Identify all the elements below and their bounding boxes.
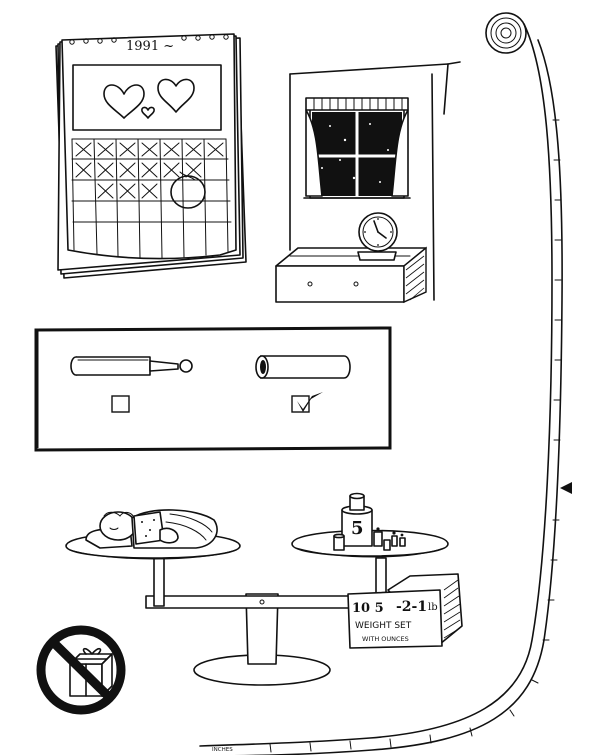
checkbox-option-2[interactable] [291, 395, 310, 413]
weight-set-box: 10 5 -2-1 lb WEIGHT SET WITH OUNCES [347, 573, 463, 649]
weight-box-title: WEIGHT SET [355, 621, 412, 631]
prohibition-circle [36, 625, 126, 715]
tape-measure: INCHES [199, 12, 572, 755]
choice-panel [34, 326, 392, 452]
baby-icon [85, 509, 218, 549]
crossed-days [75, 142, 224, 199]
arrow-marker-icon [560, 482, 572, 494]
left-curtain [305, 109, 323, 197]
plain-cylinder-icon [255, 355, 351, 379]
prohibition-slash [49, 638, 114, 702]
calendar: 1991 ~ [55, 33, 247, 279]
alarm-clock-icon [357, 212, 398, 261]
heart-icon [103, 84, 145, 119]
cylinder-with-plug-icon [70, 356, 193, 376]
weights-stack: 5 [333, 492, 406, 551]
window [303, 97, 411, 199]
right-curtain [391, 109, 409, 197]
small-heart-icon [141, 106, 155, 119]
heart-icon [157, 78, 195, 113]
weight-box-numbers: -2-1 [396, 599, 427, 615]
spiral-binding [69, 34, 229, 45]
bedroom-scene [275, 61, 461, 304]
nightstand [275, 246, 427, 304]
weight-label: 5 [351, 518, 364, 539]
tape-end-label: INCHES [212, 747, 233, 753]
weight-box-unit: lb [428, 602, 438, 613]
checkbox-option-1[interactable] [111, 395, 130, 413]
balance-scale: 10 5 -2-1 lb WEIGHT SET WITH OUNCES [65, 492, 463, 686]
no-gifts-symbol [36, 625, 126, 715]
calendar-grid [71, 138, 232, 259]
calendar-year-label: 1991 ~ [126, 39, 174, 54]
weight-box-partial-numbers: 10 5 [352, 601, 384, 616]
weight-box-subtitle: WITH OUNCES [362, 635, 409, 643]
tape-ticks [269, 119, 562, 753]
